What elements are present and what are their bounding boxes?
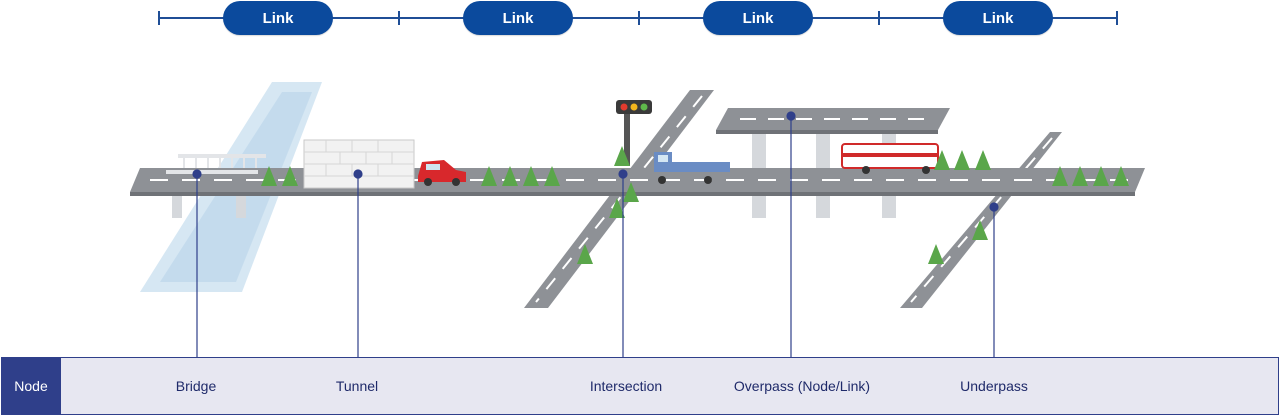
node-label-bridge: Bridge xyxy=(175,378,217,394)
main-road xyxy=(130,168,1145,196)
bus xyxy=(841,143,939,174)
bridge-pillars xyxy=(172,188,246,218)
traffic-light xyxy=(616,100,652,166)
node-label-tunnel: Tunnel xyxy=(335,378,379,394)
intersection-road xyxy=(524,90,714,308)
trees xyxy=(261,146,1129,264)
underpass-callout-dot xyxy=(989,202,999,212)
link-pill-1: Link xyxy=(223,1,333,35)
overpass-callout-dot xyxy=(786,111,796,121)
link-tick xyxy=(398,11,400,25)
intersection-callout-dot xyxy=(618,169,628,179)
node-bar-title: Node xyxy=(1,357,61,415)
node-label-overpass: Overpass (Node/Link) xyxy=(733,378,871,394)
tunnel-callout-dot xyxy=(353,169,363,179)
overpass-deck xyxy=(716,108,950,134)
node-label-intersection: Intersection xyxy=(589,378,663,394)
blue-truck xyxy=(654,152,730,184)
link-tick xyxy=(638,11,640,25)
link-tick xyxy=(158,11,160,25)
bridge-railing xyxy=(166,154,266,174)
tunnel-block xyxy=(303,139,415,189)
link-tick xyxy=(1116,11,1118,25)
red-car xyxy=(418,160,466,186)
link-pill-2: Link xyxy=(463,1,573,35)
link-pill-4: Link xyxy=(943,1,1053,35)
node-label-underpass: Underpass xyxy=(960,378,1028,394)
bridge-callout-dot xyxy=(192,169,202,179)
link-tick xyxy=(878,11,880,25)
link-pill-3: Link xyxy=(703,1,813,35)
node-bar xyxy=(1,357,1279,415)
